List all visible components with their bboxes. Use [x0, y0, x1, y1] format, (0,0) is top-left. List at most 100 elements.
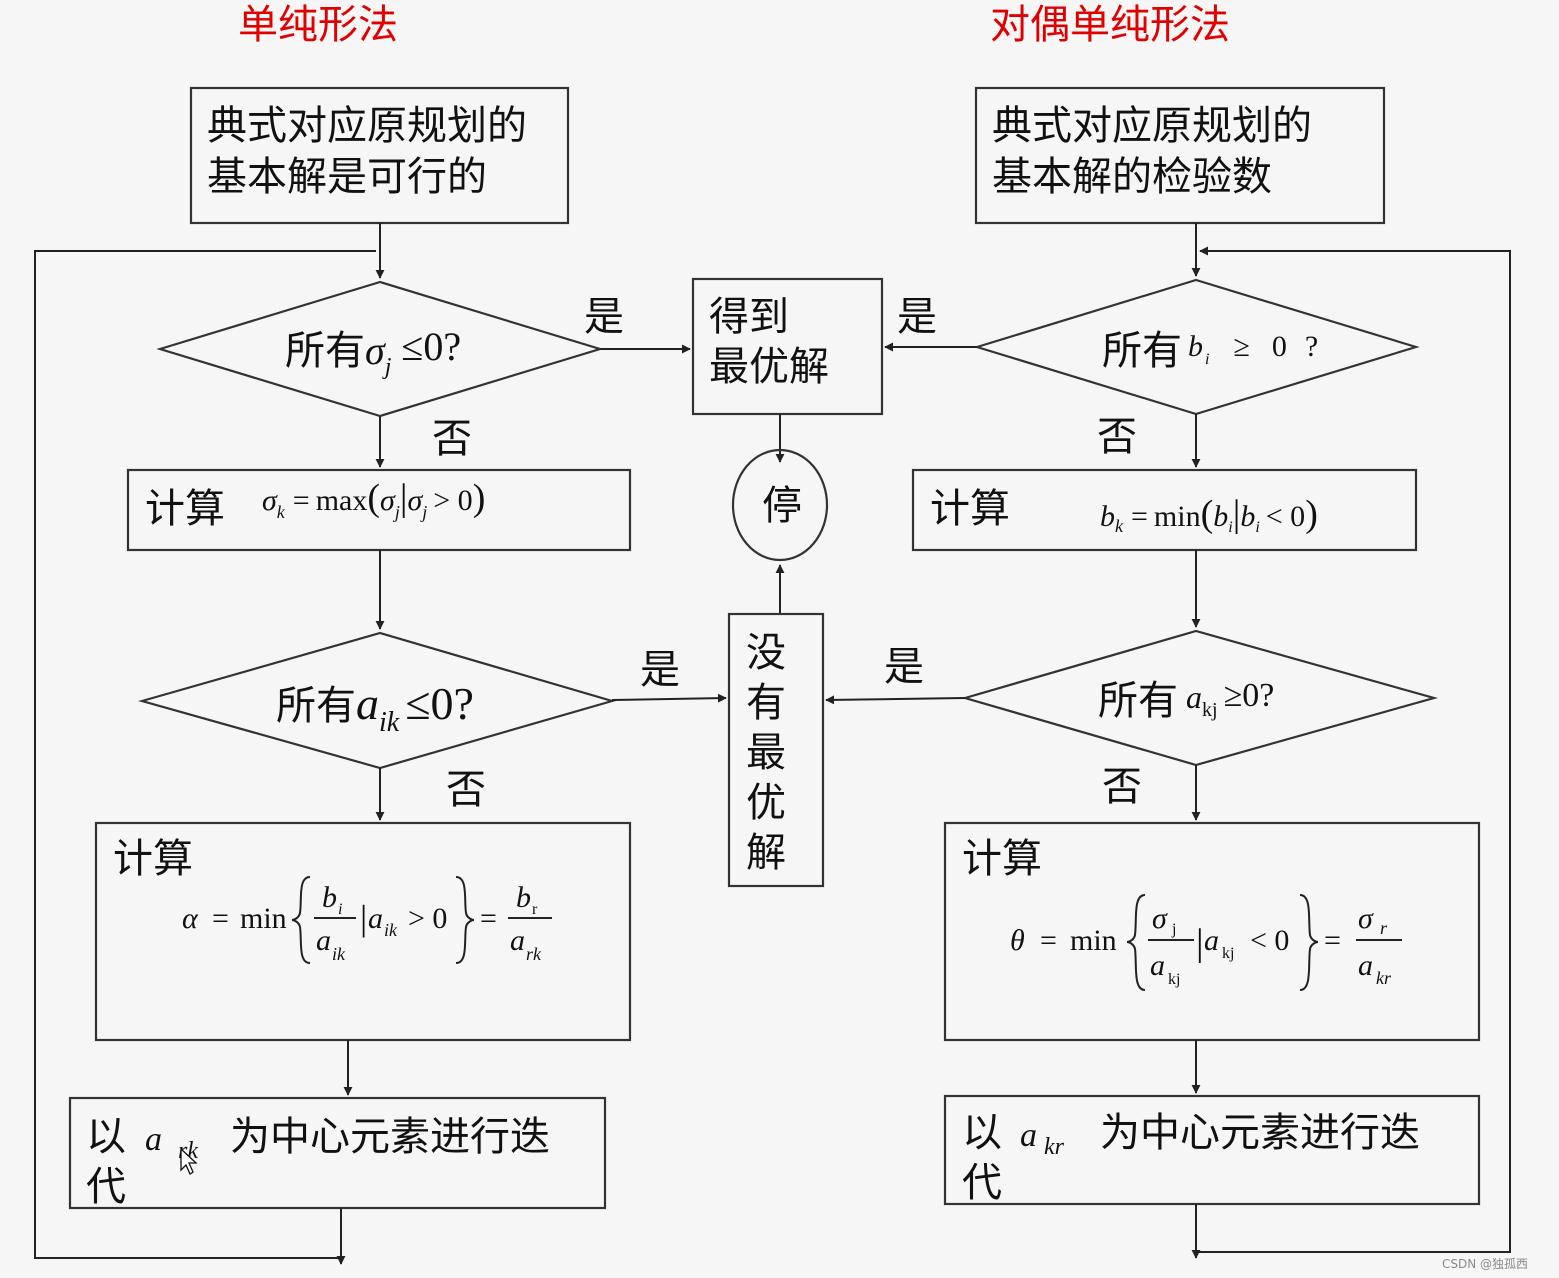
- right-calc2-eq2: =: [1324, 924, 1341, 957]
- left-cond2-var: a: [356, 678, 379, 729]
- right-cond1-zero: 0: [1272, 330, 1287, 363]
- right-cond1-prefix: 所有: [1102, 328, 1182, 374]
- left-calc2-eq2: =: [480, 902, 497, 935]
- right-no-label-1: 否: [1097, 414, 1137, 460]
- right-calc2-fn: min: [1070, 924, 1117, 957]
- right-pivot-var: a: [1020, 1117, 1037, 1154]
- right-pivot-suffix: 为中心元素进行迭: [1100, 1110, 1420, 1156]
- left-calc2-cond-var: a: [368, 902, 383, 935]
- right-calc2-cond-var: a: [1204, 924, 1219, 957]
- no-optimal-char-2: 有: [746, 680, 786, 726]
- right-calc1-cond-sub: i: [1255, 519, 1259, 536]
- left-calc1-lhs-sub: k: [277, 502, 286, 522]
- right-calc1-eq: =: [1131, 500, 1148, 533]
- right-calc1-lhs-sub: k: [1115, 516, 1124, 536]
- left-pivot-line2: 代: [86, 1164, 126, 1210]
- right-start-line2: 基本解的检验数: [992, 154, 1272, 200]
- left-calc2-num: b: [322, 881, 337, 914]
- left-yes-label-1: 是: [584, 294, 624, 340]
- left-pivot-var: a: [145, 1121, 162, 1158]
- right-calc2-den: a: [1150, 949, 1165, 982]
- left-calc1-arg: σ: [380, 484, 396, 517]
- right-calc2-num: σ: [1152, 902, 1168, 935]
- left-calc1-lhs: σ: [262, 484, 278, 517]
- right-cond2-prefix: 所有: [1098, 678, 1178, 724]
- right-calc2-eq: =: [1040, 924, 1057, 957]
- left-decision-sigma-text: 所有σj ≤0?: [285, 324, 461, 380]
- no-optimal-char-1: 没: [746, 630, 786, 676]
- optimal-line2: 最优解: [709, 344, 829, 390]
- right-calc2-label: 计算: [962, 836, 1042, 882]
- left-calc2-rbrace: [455, 876, 475, 964]
- left-calc1-eq: =: [293, 484, 310, 517]
- left-calc2-fn: min: [240, 902, 287, 935]
- watermark-text: CSDN @独孤西: [1442, 1257, 1528, 1271]
- left-calc2-bar: |: [360, 898, 367, 938]
- no-optimal-char-4: 优: [746, 780, 786, 826]
- right-yes-label-2: 是: [884, 644, 924, 690]
- right-calc2-res-num-sub: r: [1380, 918, 1388, 938]
- left-calc1-arg-sub: j: [393, 502, 400, 522]
- left-calc1-cond-rel: > 0: [433, 484, 472, 517]
- right-decision-a: [961, 629, 1439, 767]
- right-calc1-arg-sub: i: [1228, 519, 1232, 536]
- left-calc2-num-sub: i: [338, 901, 342, 918]
- right-start-box: [974, 86, 1386, 225]
- right-calc2-formula: θ = min σ j a kj | a kj < 0 = σ r a kr: [1010, 894, 1402, 991]
- left-calc2-cond-rel: > 0: [408, 902, 447, 935]
- right-cond1-rel: ≥: [1233, 330, 1249, 363]
- left-calc2-res-den: a: [510, 924, 525, 957]
- right-pivot-box: [943, 1094, 1481, 1206]
- left-cond1-rel: ≤0?: [401, 324, 461, 369]
- right-arrow-d2-to-nosolution: [825, 695, 966, 705]
- left-calc1-cond-var: σ: [407, 484, 423, 517]
- left-calc2-eq: =: [212, 902, 229, 935]
- left-calc1-fn: max: [316, 484, 368, 517]
- left-decision-a: [137, 631, 616, 770]
- left-calc2-cond-sub: ik: [384, 920, 398, 940]
- right-calc2-res-num: σ: [1358, 902, 1374, 935]
- left-calc2-box: [94, 821, 632, 1042]
- left-calc2-res-num: b: [516, 881, 531, 914]
- left-cond1-var: σ: [365, 328, 386, 373]
- left-calc2-res-num-sub: r: [532, 901, 538, 918]
- right-start-line1: 典式对应原规划的: [992, 103, 1312, 149]
- left-no-label-1: 否: [432, 416, 472, 462]
- right-calc2-lbrace: [1126, 894, 1146, 991]
- right-cond2-rel: ≥0?: [1224, 677, 1275, 714]
- optimal-box: [691, 277, 884, 416]
- left-start-line2: 基本解是可行的: [207, 154, 487, 200]
- stop-label: 停: [762, 483, 802, 529]
- left-cond1-sub: j: [382, 354, 392, 380]
- left-pivot-box: [68, 1096, 607, 1210]
- left-cond2-rel: ≤0?: [405, 678, 474, 729]
- right-decision-b: [973, 278, 1420, 416]
- left-calc2-lbrace: [291, 876, 311, 964]
- left-cond1-prefix: 所有: [285, 328, 365, 374]
- stop-oval: [731, 448, 829, 562]
- left-calc1-cond-sub: j: [420, 502, 427, 522]
- right-calc2-cond-sub: kj: [1222, 945, 1234, 962]
- right-calc1-fn: min: [1154, 500, 1201, 533]
- right-calc1-lhs: b: [1100, 500, 1115, 533]
- left-calc1-label: 计算: [145, 486, 225, 532]
- no-optimal-box: [727, 612, 825, 888]
- left-cond2-sub: ik: [379, 707, 400, 738]
- mouse-cursor-icon: [180, 1147, 198, 1175]
- right-calc1-arg: b: [1213, 500, 1228, 533]
- left-yes-label-2: 是: [640, 647, 680, 693]
- left-start-line1: 典式对应原规划的: [207, 103, 527, 149]
- left-calc1-formula: σk=max(σj|σj> 0): [262, 477, 485, 522]
- left-pivot-prefix: 以: [86, 1114, 126, 1160]
- right-calc2-rbrace: [1299, 894, 1319, 991]
- left-calc2-den: a: [316, 924, 331, 957]
- left-arrow-d2-to-nosolution: [611, 693, 727, 703]
- no-optimal-char-3: 最: [746, 730, 786, 776]
- right-calc2-bar: |: [1196, 922, 1204, 964]
- left-calc2-label: 计算: [113, 836, 193, 882]
- right-cond1-sub: i: [1205, 351, 1209, 368]
- right-calc2-lhs: θ: [1010, 924, 1025, 957]
- right-pivot-sub: kr: [1044, 1134, 1065, 1160]
